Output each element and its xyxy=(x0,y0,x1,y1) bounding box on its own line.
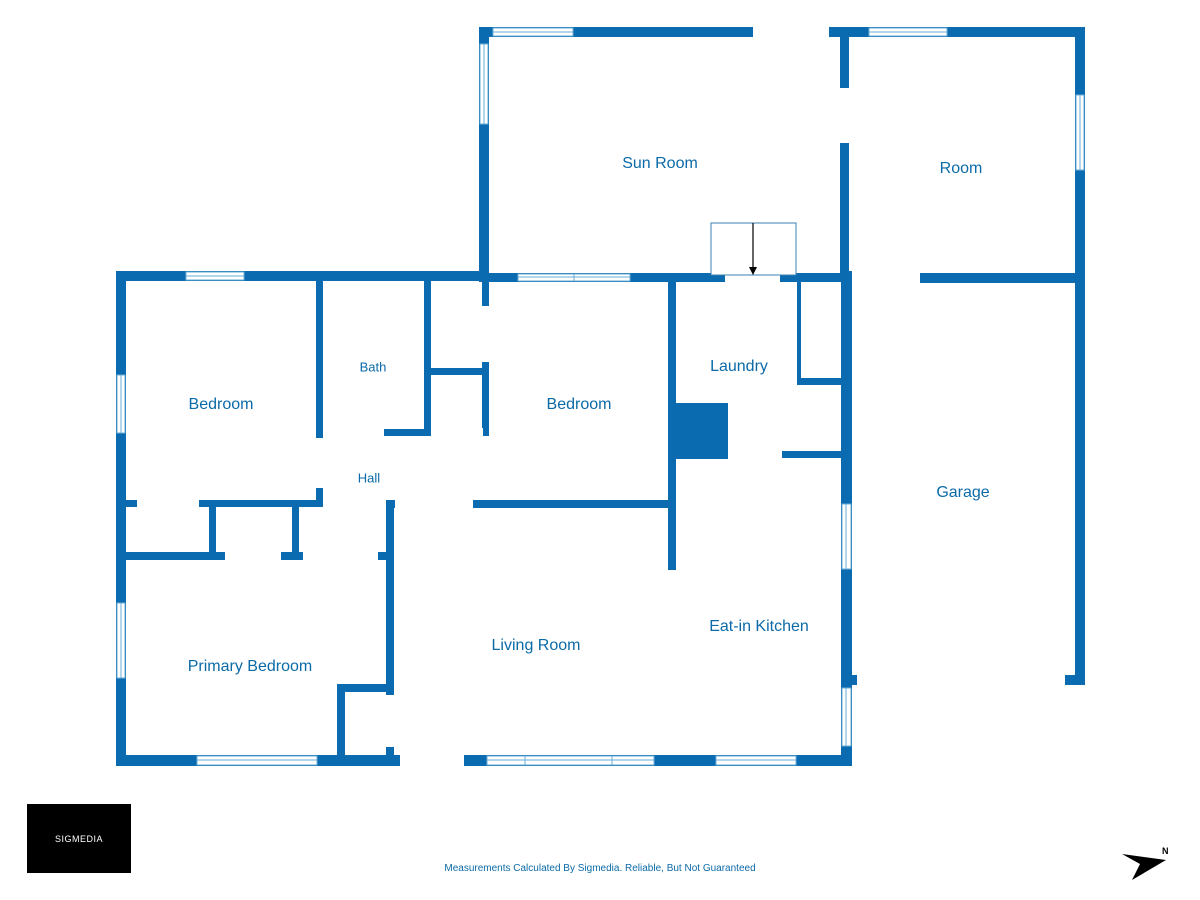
garage-door-opening xyxy=(857,674,1065,686)
room-label-bedroom-left: Bedroom xyxy=(189,396,254,413)
stair-tread-left xyxy=(710,222,754,276)
sigmedia-logo: SIGMEDIA xyxy=(27,804,131,873)
doorway-primary-hall xyxy=(303,551,378,561)
room-label-bath: Bath xyxy=(360,359,387,374)
wall-primary-closet-left xyxy=(337,684,345,766)
wall-laundry-closet-bottom xyxy=(797,378,848,385)
wall-upper-left xyxy=(479,27,489,281)
doorway-sunroom-room xyxy=(838,88,851,143)
wall-sunroom-room-divider xyxy=(840,27,849,281)
doorway-bedroom-hall xyxy=(315,438,324,488)
wall-closet-divider-1 xyxy=(209,500,216,560)
wall-laundry-bottom xyxy=(782,451,848,458)
doorway-laundry-kitchen xyxy=(729,450,781,459)
doorway-room-garage xyxy=(852,272,920,284)
door-openings xyxy=(137,26,1065,767)
wall-primary-closet-top xyxy=(337,684,394,692)
wall-bath-closet xyxy=(424,271,431,436)
room-label-sun-room: Sun Room xyxy=(622,155,698,172)
room-label-primary-bedroom: Primary Bedroom xyxy=(188,658,312,675)
wall-primary-right xyxy=(386,500,394,766)
doorway-bedroom-closet xyxy=(137,499,199,508)
room-label-garage: Garage xyxy=(936,484,989,501)
doorway-closet-upper xyxy=(481,306,490,362)
room-labels: Sun Room Room Bedroom Bath Bedroom Laund… xyxy=(188,155,990,675)
wall-garage-left-stub xyxy=(841,675,857,685)
north-label: N xyxy=(1162,846,1169,856)
doorway-bath-hall xyxy=(323,428,383,437)
room-label-hall: Hall xyxy=(358,470,381,485)
doorway-hall-living xyxy=(395,499,473,509)
room-label-living-room: Living Room xyxy=(492,637,581,654)
wall-hall-bottom xyxy=(386,500,676,508)
room-label-bedroom-center: Bedroom xyxy=(547,396,612,413)
doorway-primary-closet-2 xyxy=(385,695,395,747)
wall-garage-bottom-stub xyxy=(1065,675,1085,685)
windows xyxy=(116,27,1085,766)
wall-bedroom-bath xyxy=(316,271,323,507)
room-label-room: Room xyxy=(940,160,983,177)
room-label-eat-in-kitchen: Eat-in Kitchen xyxy=(709,618,809,635)
wall-closet-shelf xyxy=(424,368,486,375)
chimney-block xyxy=(672,403,728,459)
doorway-front-entry xyxy=(400,754,464,767)
wall-room-bottom xyxy=(849,273,1085,283)
measurement-disclaimer: Measurements Calculated By Sigmedia. Rel… xyxy=(444,863,756,874)
doorway-sunroom-laundry xyxy=(725,272,780,283)
doorway-closet-hall xyxy=(431,428,483,437)
stair-direction-arrow-icon xyxy=(749,267,757,275)
wall-closet-divider-2 xyxy=(292,500,299,560)
wall-lower-bottom xyxy=(116,755,852,766)
logo-text: SIGMEDIA xyxy=(54,833,103,844)
wall-upper-right xyxy=(1075,27,1085,685)
wall-bedroom-left-bottom xyxy=(116,500,323,507)
stairs xyxy=(710,222,797,276)
wall-lower-top xyxy=(116,271,489,281)
wall-laundry-closet-left xyxy=(797,278,801,385)
room-label-laundry: Laundry xyxy=(710,358,768,375)
wall-lower-left xyxy=(116,271,126,766)
stair-tread-right xyxy=(752,222,797,276)
doorway-bedroom-center xyxy=(481,442,490,492)
north-arrow-icon xyxy=(1122,854,1166,880)
wall-sunroom-bottom xyxy=(479,273,851,282)
doorway-sunroom-top xyxy=(753,26,829,38)
doorway-primary-closet-1 xyxy=(225,551,281,561)
